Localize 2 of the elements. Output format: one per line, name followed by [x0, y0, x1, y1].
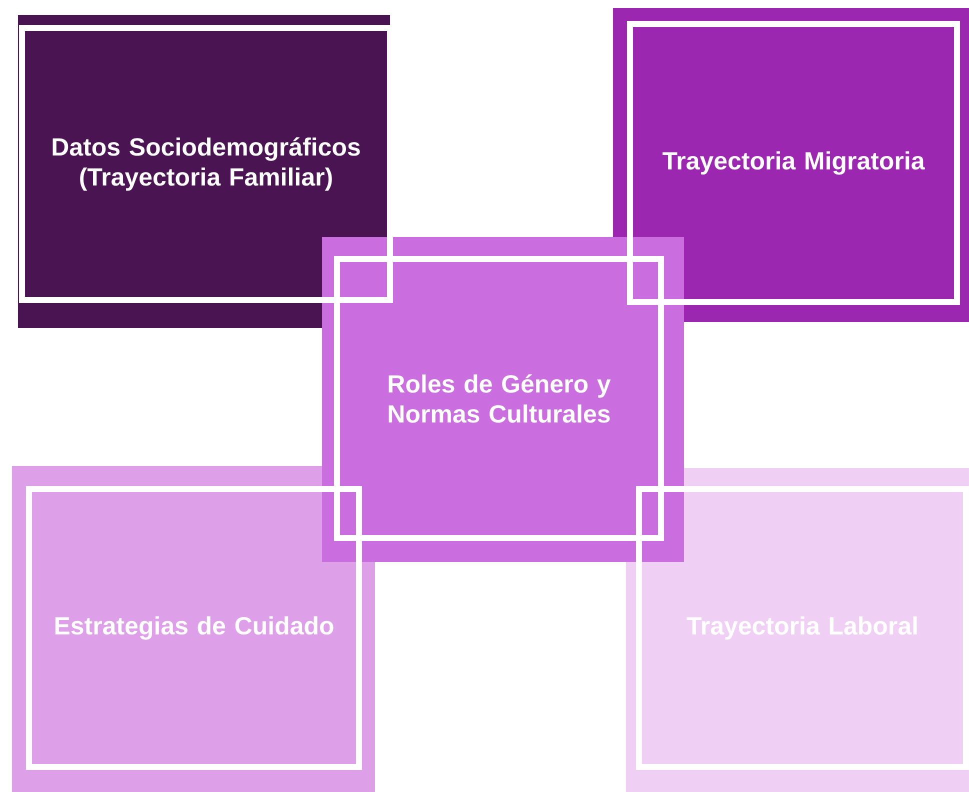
square-panel: Roles de Género y Normas Culturales [322, 236, 684, 562]
square-panel: Estrategias de Cuidado [12, 466, 375, 792]
